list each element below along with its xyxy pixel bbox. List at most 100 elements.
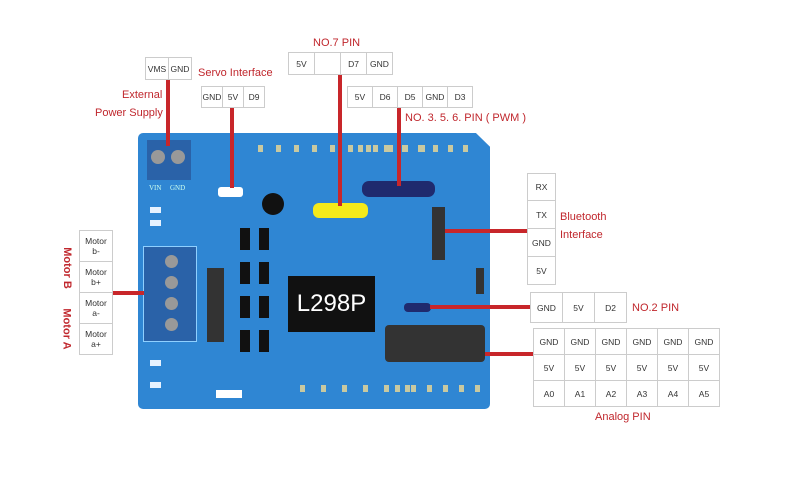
pin: 5V	[595, 354, 627, 381]
mosfet	[240, 262, 250, 284]
header-pad	[405, 385, 410, 392]
led	[150, 360, 161, 366]
bluetooth-pin-table: RX TX GND 5V	[527, 173, 556, 285]
header-pad	[427, 385, 432, 392]
pin: A3	[626, 380, 658, 407]
terminal-label-gnd: GND	[170, 184, 186, 192]
pin: RX	[527, 173, 556, 201]
pin: GND	[564, 328, 596, 355]
header-pad	[459, 385, 464, 392]
mosfet	[259, 228, 269, 250]
header-pad	[348, 145, 353, 152]
header-pad	[342, 385, 347, 392]
header-pad	[463, 145, 468, 152]
pin: TX	[527, 200, 556, 229]
pwm-connector	[362, 181, 435, 197]
header-pad	[475, 385, 480, 392]
screw-icon	[165, 276, 178, 289]
pin: GND	[626, 328, 658, 355]
pin: 5V	[533, 354, 565, 381]
pwm-title: NO. 3. 5. 6. PIN ( PWM )	[405, 112, 527, 124]
pin7-title: NO.7 PIN	[313, 37, 361, 49]
pin: D7	[340, 52, 367, 75]
screw-icon	[151, 150, 165, 164]
pin: GND	[688, 328, 720, 355]
pin: VMS	[145, 57, 169, 80]
pin: GND	[530, 292, 563, 323]
motor-b-label: Motor B	[60, 247, 73, 289]
header-pad	[330, 145, 335, 152]
pwm-line	[397, 106, 401, 186]
header-pad	[321, 385, 326, 392]
analog-header	[385, 325, 485, 362]
pin: A0	[533, 380, 565, 407]
header-pad	[363, 385, 368, 392]
pin: A2	[595, 380, 627, 407]
pin-line2: b+	[91, 277, 101, 287]
pin: 5V	[688, 354, 720, 381]
pin2-connector	[404, 303, 431, 312]
pin: 5V	[657, 354, 689, 381]
terminal-label-vin: VIN	[149, 184, 162, 192]
pin	[314, 52, 341, 75]
pin: GND	[201, 86, 223, 108]
servo-title: Servo Interface	[198, 67, 273, 79]
motor-a-label: Motor A	[60, 308, 73, 350]
led	[150, 382, 161, 388]
power-line	[166, 79, 170, 146]
servo-line	[230, 106, 234, 188]
header-pad	[433, 145, 438, 152]
l298p-chip: L298P	[288, 276, 375, 332]
pin: GND	[657, 328, 689, 355]
bluetooth-header	[432, 207, 445, 260]
servo-connector	[218, 187, 243, 197]
header-pad	[448, 145, 453, 152]
pin: D3	[447, 86, 473, 108]
pin: A1	[564, 380, 596, 407]
pin: 5V	[562, 292, 595, 323]
header-pad	[418, 145, 423, 152]
bluetooth-line	[445, 229, 527, 233]
pin: 5V	[288, 52, 315, 75]
buzzer	[262, 193, 284, 215]
screw-icon	[171, 150, 185, 164]
screw-icon	[165, 255, 178, 268]
pin: D9	[243, 86, 265, 108]
mosfet	[259, 296, 269, 318]
header-pad	[384, 385, 389, 392]
pin: 5V	[222, 86, 244, 108]
pin-line1: Motor	[85, 236, 107, 246]
pin: 5V	[564, 354, 596, 381]
header-pad	[403, 145, 408, 152]
pin: GND	[366, 52, 393, 75]
pin: GND	[533, 328, 565, 355]
pin: A4	[657, 380, 689, 407]
pin: GND	[422, 86, 448, 108]
pin: D2	[594, 292, 627, 323]
mosfet	[259, 330, 269, 352]
pin: D5	[397, 86, 423, 108]
header-pad	[312, 145, 317, 152]
pin: 5V	[527, 256, 556, 285]
pin: 5V	[626, 354, 658, 381]
pin: D6	[372, 86, 398, 108]
pin7-line	[338, 74, 342, 206]
motor-line	[112, 291, 144, 295]
pin: 5V	[347, 86, 373, 108]
pin-line2: b-	[92, 246, 100, 256]
icsp-header	[476, 268, 484, 294]
bluetooth-label-line1: Bluetooth	[560, 211, 607, 223]
header-pad	[384, 145, 389, 152]
pin-line1: Motor	[85, 267, 107, 277]
screw-icon	[165, 297, 178, 310]
reset-button[interactable]	[216, 390, 242, 398]
